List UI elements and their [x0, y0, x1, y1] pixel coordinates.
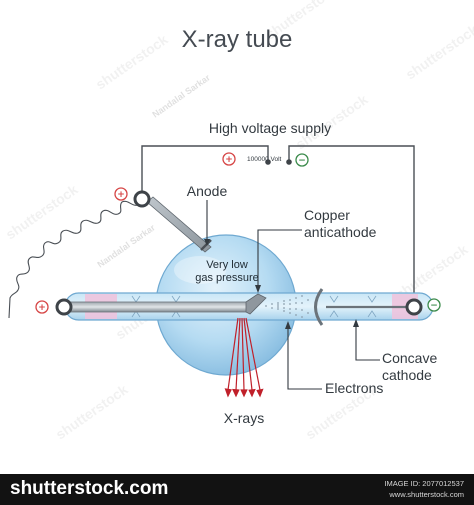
supply-terminal-negative: [286, 159, 292, 165]
anode-arm: [146, 196, 212, 253]
stock-footer-bar: shutterstock.com IMAGE ID: 2077012537 ww…: [0, 474, 474, 505]
diagram-title: X-ray tube: [182, 26, 293, 53]
x-ray-beam: [224, 317, 264, 398]
coil-wire: [8, 200, 139, 319]
anode-terminal: [133, 190, 151, 208]
electrons-label: Electrons: [325, 380, 383, 396]
high-voltage-label: High voltage supply: [209, 120, 331, 136]
voltage-value: 100000 Volt: [247, 156, 282, 163]
copper-anticathode: [245, 293, 267, 315]
concave-cathode-label-line1: Concave: [382, 350, 437, 366]
electron-beam: [265, 295, 309, 318]
watermark-brand-3: shutterstock: [403, 21, 474, 82]
supply-minus-badge: −: [295, 153, 309, 167]
anode-plus-badge: +: [114, 187, 128, 201]
x-rays-label: X-rays: [224, 410, 264, 426]
left-terminal: [55, 298, 73, 316]
bulb-highlight: [174, 256, 226, 284]
right-terminal: [405, 298, 423, 316]
footer-website: www.shutterstock.com: [389, 490, 464, 499]
supply-plus-badge: +: [222, 152, 236, 166]
concave-cathode: [314, 288, 324, 326]
left-plus-badge: +: [35, 300, 49, 314]
leader-lines: [206, 200, 380, 390]
watermark-brand-4: shutterstock: [3, 181, 81, 242]
copper-anticathode-label-line2: anticathode: [304, 224, 377, 240]
supply-terminal-positive: [265, 159, 271, 165]
x-ray-tube-diagram: X-ray tube shutterstock shutterstock shu…: [3, 0, 474, 442]
watermark-brand-2: shutterstock: [263, 0, 341, 42]
watermark-artist-1: Nandalal Sarkar: [150, 72, 212, 120]
footer-logo: shutterstock.com: [10, 478, 169, 499]
gas-pressure-label-line2: gas pressure: [195, 272, 259, 284]
anticathode-rod: [67, 301, 249, 313]
watermark-brand-1: shutterstock: [93, 31, 171, 92]
watermark-artist-2: Nandalal Sarkar: [95, 222, 157, 270]
svg-text:+: +: [117, 190, 125, 200]
svg-text:−: −: [298, 156, 306, 166]
watermark-brand-8: shutterstock: [53, 381, 131, 442]
concave-cathode-label-line2: cathode: [382, 367, 432, 383]
svg-text:−: −: [430, 301, 438, 311]
right-minus-badge: −: [427, 298, 441, 312]
footer-image-id: IMAGE ID: 2077012537: [384, 479, 464, 488]
gas-pressure-label-line1: Very low: [206, 259, 248, 271]
copper-anticathode-label-line1: Copper: [304, 207, 350, 223]
supply-wires: [141, 145, 415, 303]
anode-label: Anode: [187, 183, 228, 199]
svg-text:+: +: [38, 303, 46, 313]
footer-credit: IMAGE ID: 2077012537 www.shutterstock.co…: [384, 478, 464, 500]
leader-arrowheads: [204, 239, 359, 329]
svg-text:+: +: [225, 155, 233, 165]
